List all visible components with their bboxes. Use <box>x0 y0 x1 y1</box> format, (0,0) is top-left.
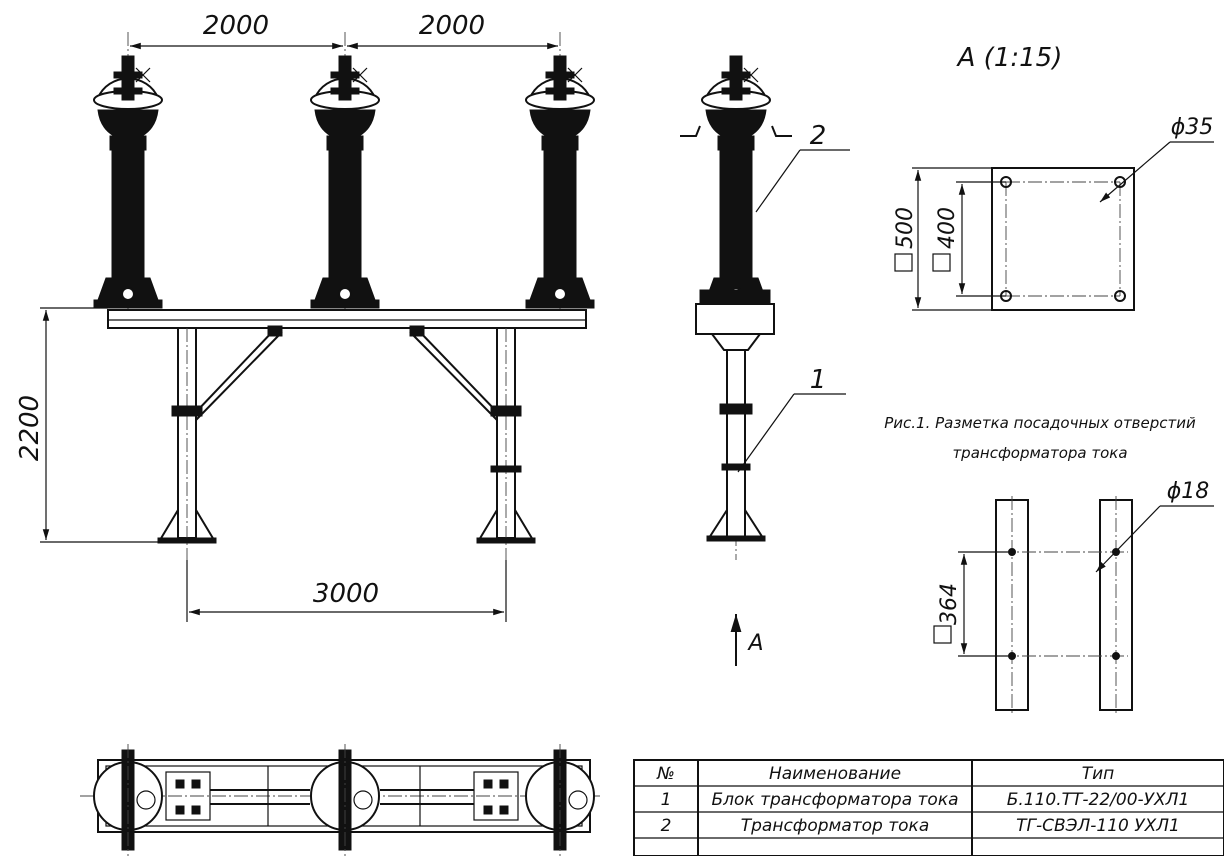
dimension-plate-inner: 400 <box>935 207 960 249</box>
rails-view: ϕ18 364 <box>933 479 1214 714</box>
side-view: 2 1 A <box>680 55 850 666</box>
table-cell-row1-type: Б.110.ТТ-22/00-УХЛ1 <box>1007 790 1190 810</box>
table-cell-row1-number: 1 <box>661 790 672 810</box>
leader-label-2: 2 <box>810 121 827 151</box>
table-cell-row2-type: ТГ-СВЭЛ-110 УХЛ1 <box>1016 816 1180 836</box>
table-header-number: № <box>656 764 675 784</box>
top-view <box>80 744 600 856</box>
dimension-rail-spacing: 364 <box>937 583 962 625</box>
view-arrow-label: A <box>746 631 763 656</box>
table-cell-row2-number: 2 <box>661 816 672 836</box>
table-header-name: Наименование <box>769 764 901 784</box>
view-a-plate: A (1:15) ϕ35 500 400 Рис.1. Разметка пос… <box>884 43 1214 462</box>
caption-line-1: Рис.1. Разметка посадочных отверстий <box>884 414 1196 432</box>
dimension-spacing-left: 2000 <box>203 11 269 41</box>
spec-table: № Наименование Тип 1 Блок трансформатора… <box>633 759 1224 856</box>
dimension-hole-small: ϕ18 <box>1167 479 1210 504</box>
caption-line-2: трансформатора тока <box>952 444 1127 462</box>
dimension-plate-outer: 500 <box>893 207 918 249</box>
dimension-hole-large: ϕ35 <box>1171 115 1214 140</box>
front-view: 2000 2000 2200 <box>15 11 595 622</box>
dimension-leg-span: 3000 <box>313 579 379 609</box>
table-header-type: Тип <box>1082 764 1115 784</box>
dimension-spacing-right: 2000 <box>419 11 485 41</box>
table-cell-row1-name: Блок трансформатора тока <box>711 790 958 810</box>
leader-label-1: 1 <box>810 365 827 395</box>
table-cell-row2-name: Трансформатор тока <box>741 816 930 836</box>
dimension-height: 2200 <box>15 395 45 461</box>
view-title: A (1:15) <box>956 43 1063 73</box>
